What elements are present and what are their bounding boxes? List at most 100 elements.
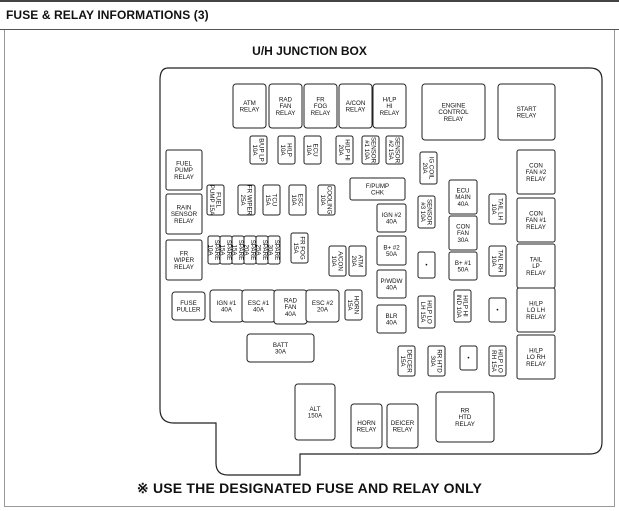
component-label-line: COOLING [326, 186, 333, 215]
component-ig-coil-20a: IG COIL20A [419, 151, 438, 185]
component-label-line: H/LP [286, 143, 293, 157]
component-tail-rh-10a: TAIL RH10A [488, 245, 507, 277]
component-label-line: FAN [284, 304, 296, 311]
component-box [448, 179, 478, 215]
component-label-line: START [517, 106, 537, 113]
component-label-line: 30A [457, 237, 469, 244]
component-label: FUELPUMP 15A [208, 185, 222, 216]
component-box [237, 184, 256, 216]
component-label: SENSOR#2 15A [387, 137, 401, 164]
component-label-line: FAN [279, 103, 291, 110]
footnote: ※ USE THE DESIGNATED FUSE AND RELAY ONLY [136, 480, 483, 496]
component-box [448, 251, 478, 281]
component-box [165, 149, 203, 191]
component-label-line: 15A [230, 244, 237, 256]
component-label-line: SPARE [213, 240, 220, 261]
component-label-line: 10A [319, 194, 326, 206]
component-label-line: 15A [399, 355, 406, 367]
component-label: TCU15A [264, 194, 278, 207]
component-label-line: SPARE [273, 240, 280, 261]
component-label: H/LP LOLH 15A [419, 300, 433, 324]
component-box [165, 193, 203, 235]
component-label-line: SENSOR [426, 199, 433, 226]
component-label-line: 25A [254, 244, 261, 256]
component-label-line: 20A [350, 255, 357, 267]
component-box [262, 184, 281, 216]
component-label-line: LH 15A [419, 302, 426, 324]
component-label: H/LP HIIND 10A [455, 294, 469, 318]
component-label-line: ATM [357, 255, 364, 268]
component-label-line: SPARE [249, 240, 256, 261]
component-label-line: P/WDW [381, 278, 403, 285]
component-label-line: IGN #1 [217, 300, 237, 307]
component-label-line: 10A [305, 144, 312, 156]
component-tcu-15a: TCU15A [262, 184, 281, 216]
component-box [171, 291, 206, 321]
component-label-line: #2 15A [387, 140, 394, 160]
component-label-line: • [496, 307, 498, 314]
component-label: DEICER15A [399, 349, 413, 373]
component-box [372, 83, 407, 129]
component-spare-30a: SPARE30A [266, 235, 281, 265]
component-label-line: HORN [353, 296, 360, 314]
component-box [385, 135, 404, 165]
component-box [417, 295, 436, 329]
component-box [349, 177, 406, 201]
diagram-title: U/H JUNCTION BOX [252, 44, 367, 58]
component-label: H/LP HI20A [337, 139, 351, 161]
component-label: H/LP10A [279, 143, 293, 157]
component-box [277, 135, 296, 165]
component-label-line: 40A [285, 311, 297, 318]
component-label-line: RELAY [311, 110, 331, 117]
component-label-line: 40A [221, 307, 233, 314]
component-label: SPARE10A [206, 240, 220, 261]
component-label: SPARE15A [230, 240, 244, 261]
component-box [348, 245, 367, 277]
component-label-line: 10A [206, 244, 213, 256]
component-label-line: 20A [242, 244, 249, 256]
component-label-line: RAD [284, 297, 298, 304]
component-label: B/UP LP10A [251, 138, 265, 162]
component-label-line: 50A [457, 267, 469, 274]
component-label-line: SPARE [261, 240, 268, 261]
component-label-line: ESC #2 [312, 300, 334, 307]
component-box [268, 83, 303, 129]
component-label: • [496, 307, 498, 314]
component-label: • [425, 262, 427, 269]
component-sensor-3-10a: SENSOR#3 10A [417, 195, 436, 229]
component-label-line: RELAY [526, 176, 546, 183]
component-label-line: CON [529, 210, 543, 217]
component-label: SENSOR#1 10A [363, 137, 377, 164]
content-frame [4, 30, 615, 507]
component-tail-lh-10a: TAIL LH10A [488, 193, 507, 225]
component-blank: • [488, 297, 507, 323]
component-label-line: 30A [429, 355, 436, 367]
component-label: FR WIPER25A [239, 185, 253, 216]
component-label-line: ESC [297, 194, 304, 207]
component-label-line: CONTROL [438, 109, 469, 116]
component-label-line: PUMP [175, 167, 193, 174]
component-label: FR FOG15A [292, 236, 306, 260]
component-label-line: 10A [330, 255, 337, 267]
component-label-line: HTD [459, 414, 472, 421]
component-label-line: CON [529, 162, 543, 169]
component-label: HORN15A [346, 296, 360, 314]
component-label: SENSOR#3 10A [419, 199, 433, 226]
